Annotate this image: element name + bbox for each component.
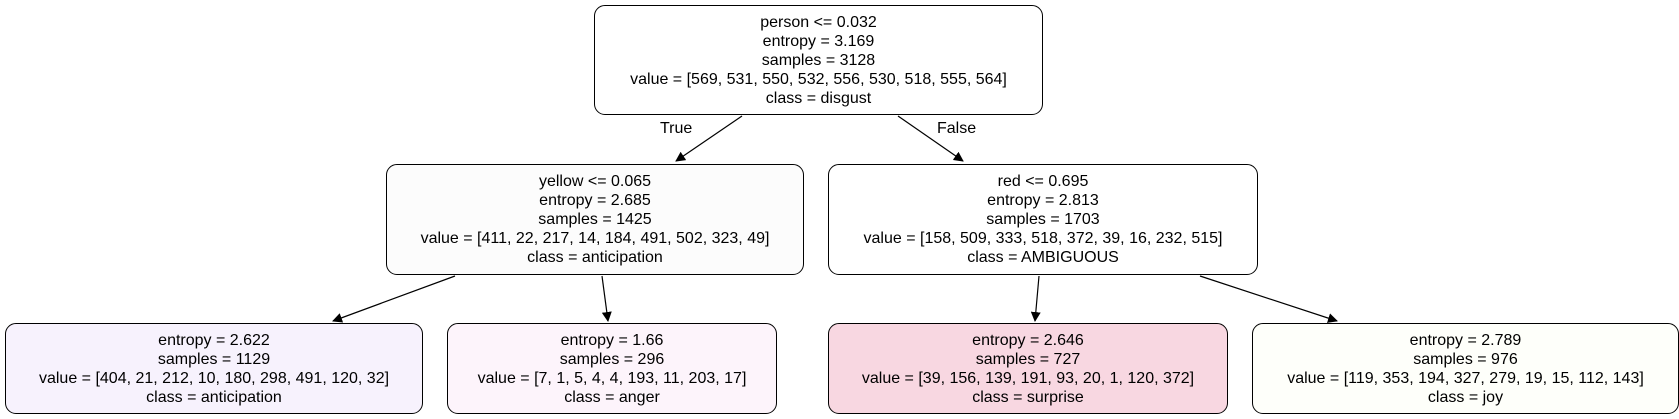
tree-leaf-left-right: entropy = 1.66 samples = 296 value = [7,… (447, 323, 777, 414)
node-value-label: value = [569, 531, 550, 532, 556, 530, 5… (630, 70, 1007, 88)
edge-n0-n1 (675, 115, 743, 162)
edge-n0-n2 (897, 115, 964, 162)
node-entropy-label: entropy = 2.622 (158, 331, 270, 349)
node-samples-label: samples = 1703 (986, 211, 1100, 228)
node-class-label: class = AMBIGUOUS (967, 249, 1119, 266)
node-entropy-label: entropy = 3.169 (762, 32, 875, 50)
node-value-label: value = [158, 509, 333, 518, 372, 39, 16… (863, 230, 1223, 247)
node-samples-label: samples = 296 (559, 350, 665, 368)
node-value-label: value = [411, 22, 217, 14, 184, 491, 502… (420, 230, 770, 247)
node-samples-label: samples = 727 (975, 350, 1081, 368)
node-class-label: class = surprise (972, 388, 1084, 406)
edge-label-true: True (660, 120, 693, 137)
tree-node-root: person <= 0.032 entropy = 3.169 samples … (594, 5, 1043, 115)
node-class-label: class = anticipation (146, 388, 282, 406)
node-class-label: class = joy (1427, 388, 1504, 406)
node-class-label: class = disgust (765, 89, 872, 107)
node-value-label: value = [7, 1, 5, 4, 4, 193, 11, 203, 17… (477, 369, 747, 387)
node-entropy-label: entropy = 2.685 (539, 192, 651, 209)
edge-n2-n6 (1199, 275, 1338, 323)
node-split-label: red <= 0.695 (997, 173, 1089, 190)
tree-node-left: yellow <= 0.065 entropy = 2.685 samples … (386, 164, 804, 275)
node-value-label: value = [39, 156, 139, 191, 93, 20, 1, 1… (861, 369, 1195, 387)
tree-leaf-right-right: entropy = 2.789 samples = 976 value = [1… (1252, 323, 1679, 414)
edge-label-false: False (937, 120, 977, 137)
node-entropy-label: entropy = 2.789 (1409, 331, 1522, 349)
node-entropy-label: entropy = 2.646 (972, 331, 1084, 349)
node-samples-label: samples = 3128 (761, 51, 876, 69)
edge-n1-n3 (332, 275, 456, 323)
node-entropy-label: entropy = 1.66 (560, 331, 664, 349)
node-value-label: value = [119, 353, 194, 327, 279, 19, 15… (1287, 369, 1644, 387)
edge-n1-n4 (601, 275, 612, 322)
node-value-label: value = [404, 21, 212, 10, 180, 298, 491… (38, 369, 390, 387)
node-samples-label: samples = 1129 (157, 350, 271, 368)
edge-n2-n5 (1030, 275, 1041, 322)
node-entropy-label: entropy = 2.813 (987, 192, 1099, 209)
tree-node-right: red <= 0.695 entropy = 2.813 samples = 1… (828, 164, 1258, 275)
node-split-label: person <= 0.032 (760, 13, 877, 31)
node-split-label: yellow <= 0.065 (538, 173, 652, 190)
node-class-label: class = anger (564, 388, 660, 406)
tree-leaf-right-left: entropy = 2.646 samples = 727 value = [3… (828, 323, 1228, 414)
node-samples-label: samples = 976 (1413, 350, 1518, 368)
tree-leaf-left-left: entropy = 2.622 samples = 1129 value = [… (5, 323, 423, 414)
node-class-label: class = anticipation (527, 249, 663, 266)
node-samples-label: samples = 1425 (538, 211, 652, 228)
